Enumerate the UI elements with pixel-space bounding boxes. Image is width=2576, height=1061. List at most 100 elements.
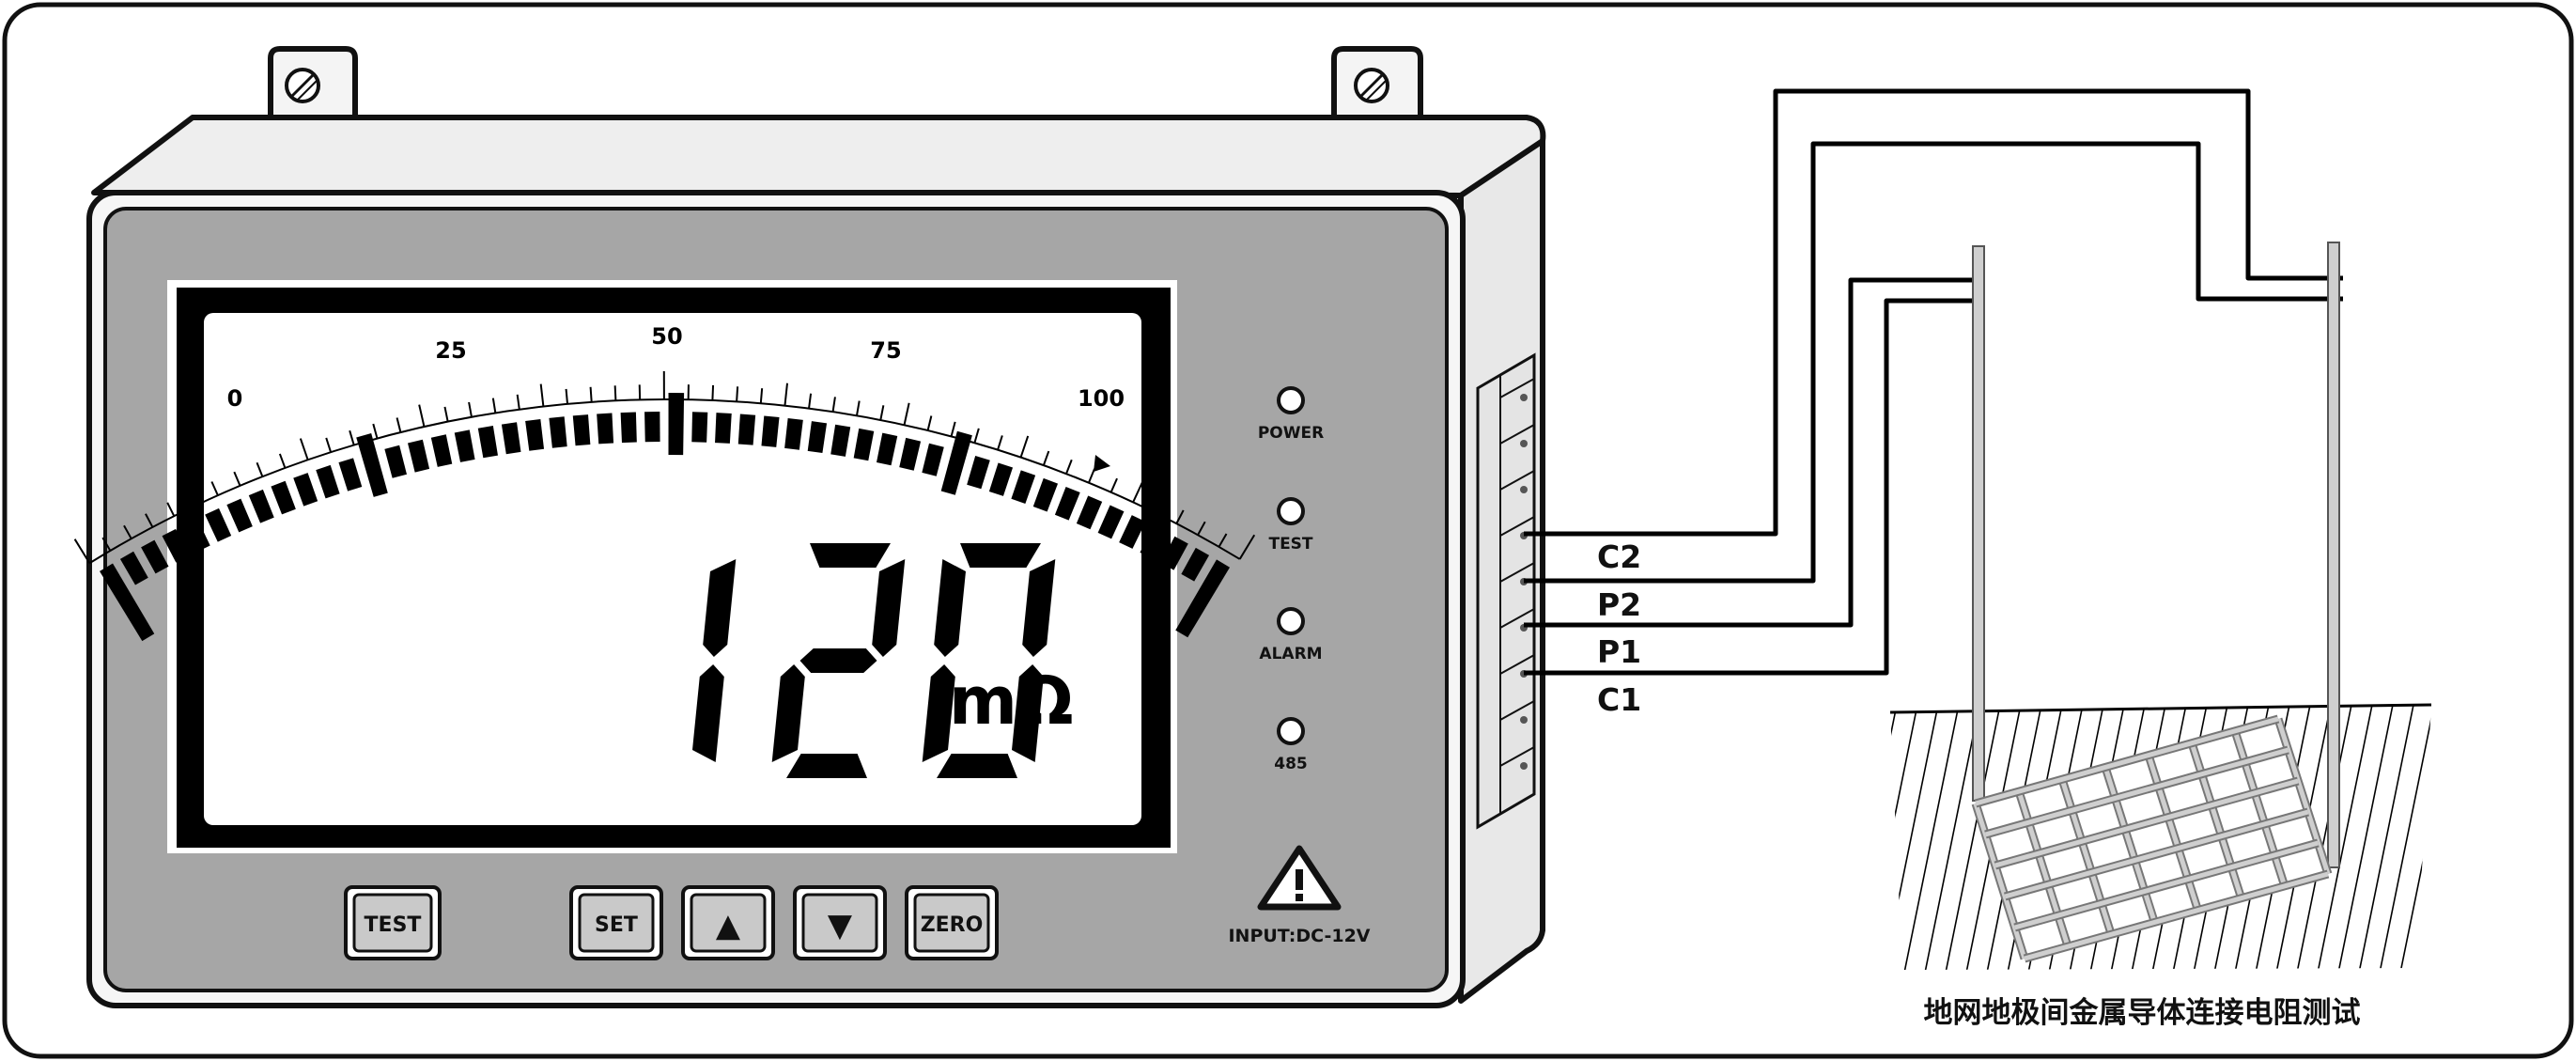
digit-segment [960,543,1041,568]
hatch-line [2378,705,2431,970]
bar-segment [1054,486,1080,521]
scale-label: 100 [1078,385,1125,412]
indicator-label: TEST [1268,535,1312,554]
bar-segment [205,507,232,542]
terminal-screw [1520,486,1528,493]
scale-tick [443,406,449,422]
bar-segment [477,426,498,459]
grid-bar-highlight [1984,747,2289,837]
scale-tick [1154,498,1163,513]
bar-segment [737,413,756,445]
scale-arc [88,398,1241,565]
scale-tick [278,453,287,469]
bar-segment [761,415,780,447]
grid-bar-highlight [1973,803,2027,960]
scale-tick [997,435,1003,450]
wiring [1524,88,2343,676]
bar-segment [853,428,875,461]
scale-tick [1218,533,1228,548]
grid-bar-highlight [2013,840,2320,930]
wire-p1 [1524,277,1984,628]
bar-segment [715,413,732,444]
indicator-label: ALARM [1259,645,1322,663]
scale-tick [299,438,309,460]
terminal-label: C1 [1597,681,1641,718]
analog-scale [73,371,1256,565]
test-button[interactable]: TEST [344,885,442,960]
scale-tick [1238,534,1256,560]
reading-unit: mΩ [949,663,1073,740]
bar-segment [430,434,453,467]
ground-grid [1971,714,2333,963]
scale-tick [233,471,241,487]
bar-segment [384,445,407,478]
scale-tick [1042,450,1050,466]
grid-bar-highlight [2016,790,2071,947]
diagram-caption: 地网地极间金属导体连接电阻测试 [1924,996,2361,1030]
grid-bar-highlight [1975,716,2279,806]
set-button-label: SET [595,913,638,937]
scale-tick [372,423,379,439]
grid-bar-highlight [2232,730,2288,887]
terminal-screw [1520,716,1528,724]
scale-tick [256,461,264,477]
mount-tab-right [1331,46,1423,123]
grid-bar-highlight [1994,778,2299,868]
scale-tick [759,388,764,404]
bar-segment [922,443,944,476]
bar-segment [967,456,990,490]
up-arrow-icon: ▲ [716,907,741,944]
indicator-led [1277,386,1305,414]
scale-tick [145,513,154,528]
up-button[interactable]: ▲ [681,885,775,960]
scale-tick [831,397,836,413]
terminal-slot [1499,378,1535,398]
indicator-led [1277,497,1305,525]
scale-label: 50 [651,323,682,350]
hatch-line [1890,705,1919,970]
bar-segment [784,418,803,450]
warning-icon [1257,845,1342,911]
bar-segment [293,473,318,507]
zero-button-label: ZERO [921,913,984,937]
set-button[interactable]: SET [569,885,663,960]
bar-segment [620,412,637,444]
down-button[interactable]: ▼ [793,885,887,960]
digit-segment [810,543,891,568]
wire-c2 [1524,88,2343,537]
scale-tick [101,537,112,552]
hatch-line [2336,705,2395,970]
terminal-slot [1499,700,1535,721]
mount-tab-left [268,46,358,123]
scale-tick [565,388,569,404]
scale-tick [166,502,176,517]
terminal-slot [1499,562,1535,583]
bar-segment [501,422,521,455]
digit-segment [1012,664,1044,762]
digit-segment [692,664,724,762]
test-button-label: TEST [365,913,422,937]
bar-segment [691,412,708,443]
grid-bar-highlight [2059,778,2114,936]
bar-segment [525,418,545,451]
scale-tick [589,386,593,402]
grid-bar-highlight [2146,754,2200,912]
segment-bar [100,393,1231,642]
bar-segment [1032,477,1059,512]
terminal-slot [1499,424,1535,445]
bar-segment [1119,515,1146,549]
digit-segment [937,754,1017,778]
bar-segment [572,414,591,446]
digit-segment [934,559,966,657]
grid-bar-highlight [2275,718,2331,875]
zero-button[interactable]: ZERO [905,885,999,960]
digit-segment [703,559,737,657]
hatch-line [1902,705,1961,970]
bar-segment [162,528,190,563]
scale-tick [418,404,426,428]
indicator-led [1277,607,1305,635]
scale-tick [539,383,545,407]
terminal-slot [1499,470,1535,491]
